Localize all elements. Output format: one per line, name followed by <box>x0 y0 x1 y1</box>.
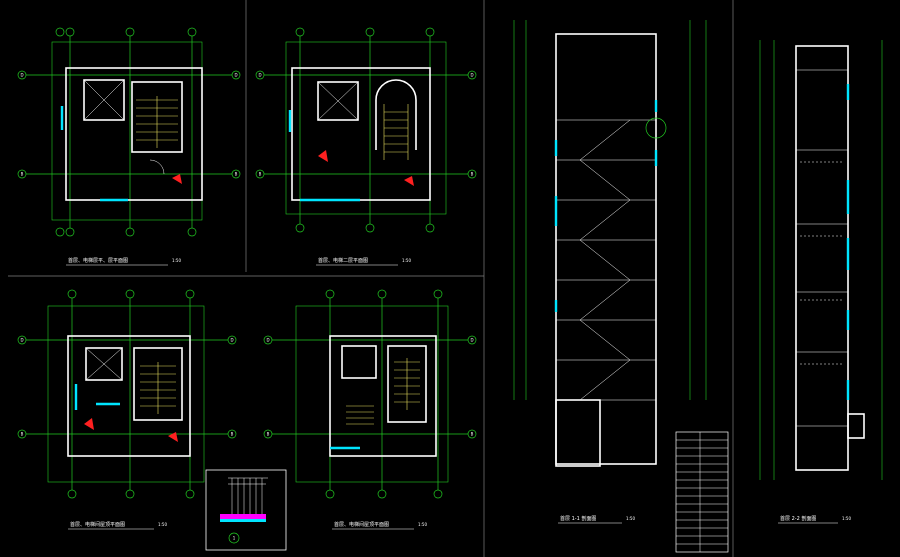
plan-bottom-left: D B D B <box>17 289 237 499</box>
svg-text:B: B <box>21 432 24 437</box>
plan-tl-caption: 首层、电梯层平、层平面图 <box>68 257 128 264</box>
plan-top-right: D B D B <box>255 27 477 233</box>
section-2-scale: 1:50 <box>842 516 851 521</box>
svg-text:D: D <box>234 73 237 78</box>
plan-br-scale: 1:50 <box>418 522 427 527</box>
svg-text:D: D <box>470 338 473 343</box>
plan-br-caption: 首层、电梯间屋顶平面图 <box>334 521 389 528</box>
svg-text:B: B <box>259 172 262 177</box>
svg-text:D: D <box>470 73 473 78</box>
captions: 首层、电梯层平、层平面图 1:50 首层、电梯二层平面图 1:50 首层、电梯间… <box>66 257 851 541</box>
section-1-caption: 首层 1-1 剖面图 <box>560 515 596 522</box>
svg-text:B: B <box>471 432 474 437</box>
section-2-2 <box>759 40 883 480</box>
svg-text:D: D <box>20 73 23 78</box>
svg-text:B: B <box>267 432 270 437</box>
plan-bl-caption: 首层、电梯间屋顶平面图 <box>70 521 125 528</box>
svg-text:D: D <box>230 338 233 343</box>
detail-marker-label: 1 <box>233 536 236 541</box>
section-1-1 <box>513 20 707 467</box>
section-2-caption: 首层 2-2 剖面图 <box>780 515 816 522</box>
sheet-dividers <box>8 0 734 557</box>
svg-text:D: D <box>258 73 261 78</box>
plan-tl-scale: 1:50 <box>172 258 181 263</box>
plan-bl-scale: 1:50 <box>158 522 167 527</box>
plan-bottom-right: D B D B <box>263 289 477 499</box>
svg-text:B: B <box>471 172 474 177</box>
detail-box <box>205 469 287 551</box>
svg-text:D: D <box>266 338 269 343</box>
svg-text:D: D <box>20 338 23 343</box>
plan-tr-caption: 首层、电梯二层平面图 <box>318 257 368 264</box>
svg-text:B: B <box>235 172 238 177</box>
section-1-scale: 1:50 <box>626 516 635 521</box>
plan-top-left: D B D B <box>17 27 241 237</box>
schedule-table <box>675 431 729 553</box>
svg-text:B: B <box>21 172 24 177</box>
svg-text:B: B <box>231 432 234 437</box>
plan-tr-scale: 1:50 <box>402 258 411 263</box>
